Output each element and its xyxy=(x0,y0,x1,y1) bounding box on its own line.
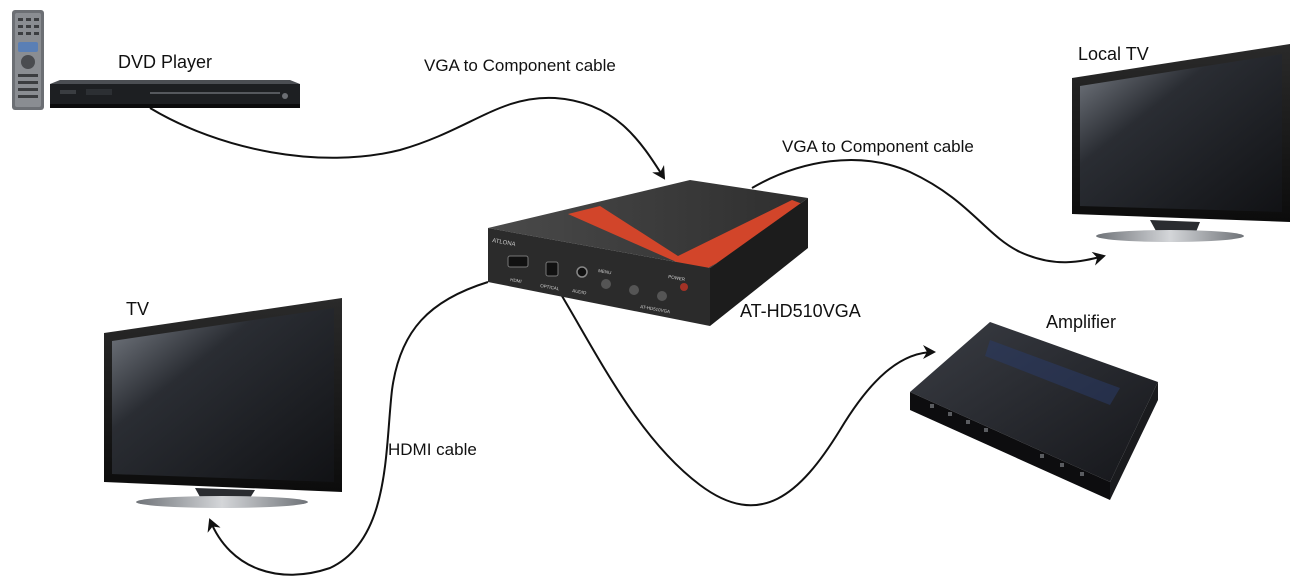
label-cable-right: VGA to Component cable xyxy=(782,137,974,156)
label-tv: TV xyxy=(126,299,150,319)
label-amplifier: Amplifier xyxy=(1046,312,1117,332)
converter-port-audio-label: AUDIO xyxy=(572,288,587,295)
label-device: AT-HD510VGA xyxy=(740,301,861,321)
amplifier-device xyxy=(910,322,1158,500)
converter-device: ATLONA HDMI OPTICAL AUDIO MENU POWER AT-… xyxy=(488,180,808,326)
converter-port-optical-label: OPTICAL xyxy=(540,283,560,291)
cable-dvd-to-device xyxy=(149,96,666,180)
menu-button-icon xyxy=(601,279,611,289)
cables xyxy=(149,96,1106,576)
label-hdmi-cable: HDMI cable xyxy=(388,440,477,459)
converter-brand: ATLONA xyxy=(492,238,516,248)
hdmi-port-icon xyxy=(507,255,529,268)
cable-device-to-amplifier xyxy=(561,295,936,507)
converter-menu-label: MENU xyxy=(598,268,612,275)
cable-device-to-local-tv xyxy=(751,159,1106,266)
remote-control xyxy=(12,10,44,110)
optical-port-icon xyxy=(545,261,559,277)
label-local-tv: Local TV xyxy=(1078,44,1149,64)
converter-power-label: POWER xyxy=(668,274,686,282)
label-cable-top: VGA to Component cable xyxy=(424,56,616,75)
converter-model-label: AT-HD510VGA xyxy=(640,304,671,314)
dvd-player-device xyxy=(50,80,300,108)
cable-device-to-tv-hdmi xyxy=(207,281,489,576)
tv-device xyxy=(104,298,342,508)
label-dvd-player: DVD Player xyxy=(118,52,213,72)
plus-button-icon xyxy=(657,291,667,301)
converter-port-hdmi-label: HDMI xyxy=(510,277,522,284)
minus-button-icon xyxy=(629,285,639,295)
audio-jack-icon xyxy=(576,266,588,278)
power-led-icon xyxy=(680,283,688,291)
local-tv-device xyxy=(1072,44,1290,242)
